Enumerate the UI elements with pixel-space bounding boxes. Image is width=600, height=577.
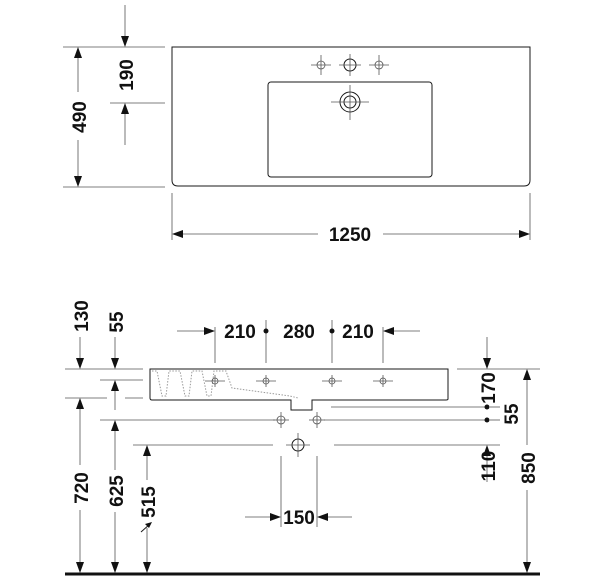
tap-hole-left	[311, 55, 331, 75]
tap-hole-center	[339, 54, 361, 76]
dim-55-top: 55	[107, 311, 128, 333]
dim-210-left: 210	[224, 322, 256, 343]
basin-side-profile	[149, 368, 449, 411]
dim-150: 150	[283, 508, 315, 529]
tap-hole-right	[369, 55, 389, 75]
dim-55-right: 55	[502, 403, 523, 425]
tap-marks	[205, 375, 393, 387]
supply-connection-right	[309, 412, 325, 428]
dim-515: 515	[139, 486, 160, 518]
front-view: 210 280 210 130 55 720 625	[65, 300, 540, 576]
dim-625: 625	[107, 475, 128, 507]
bowl-outline	[267, 81, 433, 178]
dim-170: 170	[479, 372, 500, 404]
dim-850: 850	[519, 452, 540, 484]
dim-130: 130	[72, 300, 93, 332]
dim-110: 110	[479, 451, 500, 482]
dim-210-right: 210	[342, 322, 374, 343]
drain-icon	[331, 85, 369, 120]
dim-280: 280	[283, 322, 315, 343]
waste-connection	[286, 433, 310, 457]
dim-720: 720	[72, 472, 93, 504]
plan-view: 490 190 1250	[63, 5, 531, 246]
supply-connection-left	[273, 412, 289, 428]
dim-190: 190	[117, 59, 138, 91]
basin-outline	[171, 46, 531, 187]
dim-1250: 1250	[329, 225, 371, 246]
dim-490: 490	[70, 101, 91, 133]
